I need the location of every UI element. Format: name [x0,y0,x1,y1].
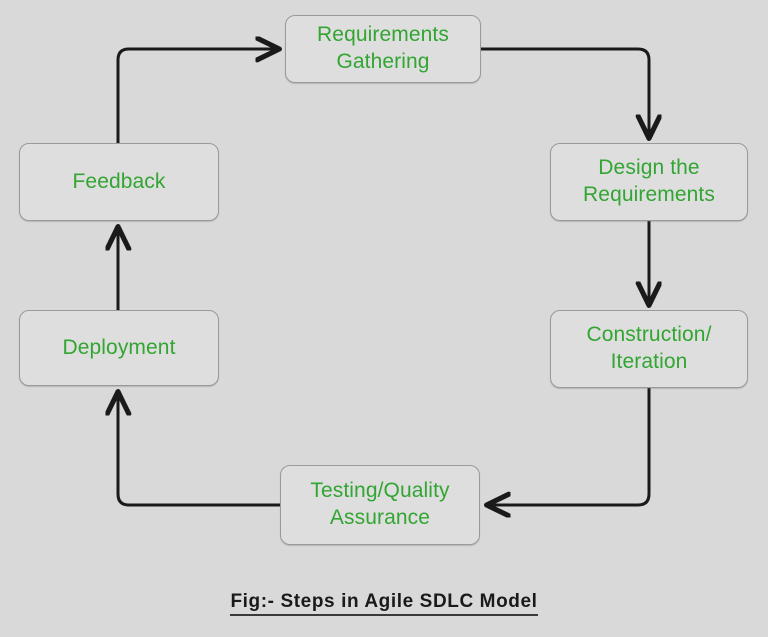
figure-caption-text: Fig:- Steps in Agile SDLC Model [230,591,538,616]
node-label: Design the Requirements [583,156,715,206]
node-label: Requirements Gathering [317,23,449,73]
node-label: Construction/ Iteration [586,323,712,373]
edge-requirements-to-design [479,47,649,136]
edge-feedback-to-requirements [116,49,277,145]
node-design-requirements[interactable]: Design the Requirements [550,143,748,221]
node-testing-quality[interactable]: Testing/Quality Assurance [280,465,480,545]
node-construction-iteration[interactable]: Construction/ Iteration [550,310,748,388]
node-label: Testing/Quality Assurance [310,479,450,529]
figure-caption: Fig:- Steps in Agile SDLC Model [0,591,768,616]
node-requirements-gathering[interactable]: Requirements Gathering [285,15,481,83]
edge-construction-to-testing [489,386,651,505]
node-deployment[interactable]: Deployment [19,310,219,386]
edge-testing-to-deployment [118,394,282,507]
node-label: Deployment [62,335,176,359]
node-feedback[interactable]: Feedback [19,143,219,221]
node-label: Feedback [72,169,166,193]
